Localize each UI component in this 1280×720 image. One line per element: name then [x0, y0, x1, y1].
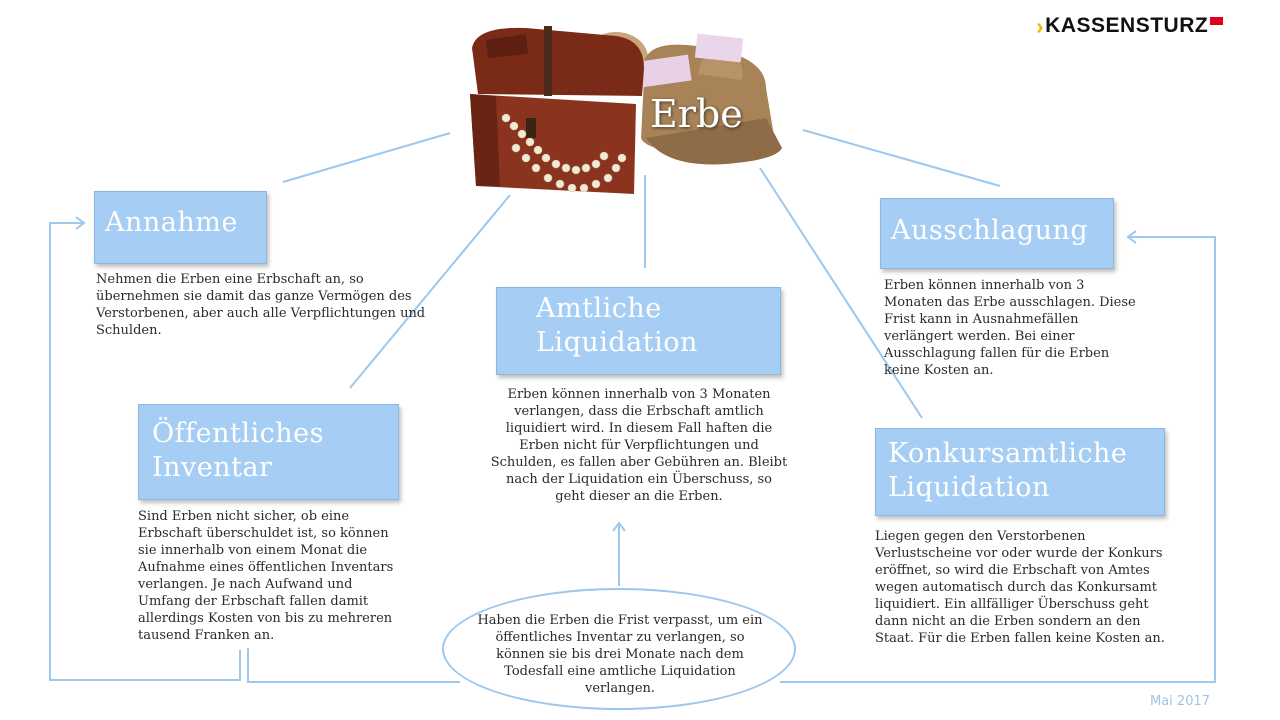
erbe-title: Erbe	[650, 92, 743, 136]
line-erbe-annahme	[282, 132, 451, 183]
date-label: Mai 2017	[1150, 694, 1211, 709]
kassensturz-logo: › KASSENSTURZ	[1036, 12, 1224, 39]
annahme-text: Nehmen die Erben eine Erbschaft an, so ü…	[96, 272, 426, 338]
amtliche-liquidation-title-line1: Amtliche	[536, 293, 662, 324]
line-erbe-ausschlagung	[802, 129, 1001, 187]
treasure-chest-icon	[470, 26, 782, 194]
konkursamtliche-liquidation-title-line1: Konkursamtliche	[888, 438, 1128, 469]
arrowhead-annahme	[75, 216, 86, 230]
konkursamtliche-liquidation-box: Konkursamtliche Liquidation	[875, 428, 1165, 516]
ausschlagung-text: Erben können innerhalb von 3 Monaten das…	[884, 278, 1136, 378]
amtliche-liquidation-title-line2: Liquidation	[536, 327, 698, 358]
line-inventar-ellipse	[247, 648, 460, 683]
line-erbe-konkurs	[759, 167, 923, 419]
line-erbe-inventar	[349, 194, 511, 389]
logo-badge	[1210, 17, 1224, 25]
annahme-title: Annahme	[105, 207, 238, 238]
line-loop-ausschlagung	[780, 236, 1216, 683]
logo-text: KASSENSTURZ	[1045, 14, 1209, 37]
ausschlagung-box: Ausschlagung	[880, 198, 1114, 269]
amtliche-liquidation-box: Amtliche Liquidation	[496, 287, 781, 375]
frist-note-ellipse	[442, 588, 796, 710]
ausschlagung-title: Ausschlagung	[891, 215, 1089, 246]
konkursamtliche-liquidation-text: Liegen gegen den Verstorbenen Verlustsch…	[875, 529, 1165, 646]
oeffentliches-inventar-title-line1: Öffentliches	[152, 418, 324, 449]
treasure-illustration	[466, 18, 796, 208]
line-loop-annahme	[49, 222, 241, 681]
logo-k-mark: ›	[1036, 12, 1045, 39]
annahme-box: Annahme	[94, 191, 267, 264]
oeffentliches-inventar-title-line2: Inventar	[152, 452, 273, 483]
konkursamtliche-liquidation-title-line2: Liquidation	[888, 472, 1050, 503]
amtliche-liquidation-text: Erben können innerhalb von 3 Monaten ver…	[490, 387, 788, 504]
frist-note-text: Haben die Erben die Frist verpasst, um e…	[477, 613, 763, 696]
oeffentliches-inventar-text: Sind Erben nicht sicher, ob eine Erbscha…	[138, 509, 394, 643]
arrowhead-ausschlagung	[1126, 230, 1137, 244]
arrowhead-amtliche	[612, 521, 626, 532]
oeffentliches-inventar-box: Öffentliches Inventar	[138, 404, 399, 500]
